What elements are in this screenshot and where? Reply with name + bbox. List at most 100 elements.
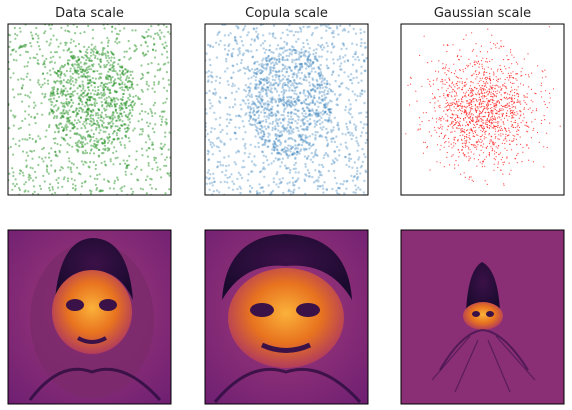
scatter-point: [338, 94, 341, 97]
scatter-point: [267, 80, 271, 84]
scatter-point: [85, 66, 88, 70]
scatter-point: [299, 148, 303, 151]
scatter-point: [77, 97, 80, 100]
scatter-point: [90, 190, 93, 193]
scatter-point: [482, 146, 484, 148]
scatter-point: [70, 63, 74, 67]
scatter-point: [323, 181, 326, 184]
scatter-point: [500, 135, 502, 137]
scatter-point: [482, 95, 484, 97]
scatter-point: [510, 81, 512, 83]
scatter-point: [258, 191, 261, 195]
scatter-point: [299, 65, 302, 68]
scatter-point: [261, 78, 265, 82]
scatter-point: [265, 90, 268, 94]
scatter-point: [458, 156, 460, 158]
scatter-point: [302, 90, 305, 93]
scatter-point: [332, 126, 335, 129]
scatter-point: [498, 111, 500, 113]
scatter-point: [262, 57, 265, 60]
scatter-point: [42, 160, 45, 163]
scatter-point: [208, 98, 211, 102]
scatter-point: [267, 184, 270, 187]
scatter-point: [85, 98, 89, 101]
scatter-point: [120, 189, 123, 193]
scatter-point: [365, 115, 368, 119]
scatter-point: [282, 119, 285, 122]
scatter-point: [320, 83, 324, 87]
scatter-point: [290, 89, 293, 92]
scatter-point: [327, 92, 330, 95]
scatter-point: [31, 179, 35, 182]
scatter-point: [118, 83, 121, 86]
scatter-point: [263, 111, 266, 115]
scatter-point: [359, 28, 362, 31]
scatter-point: [88, 98, 91, 101]
scatter-point: [323, 77, 326, 80]
scatter-point: [318, 97, 321, 100]
scatter-point: [89, 117, 93, 120]
scatter-point: [453, 106, 455, 108]
scatter-point: [160, 31, 163, 34]
scatter-point: [503, 45, 505, 48]
scatter-point: [50, 147, 53, 150]
scatter-point: [308, 110, 311, 113]
scatter-point: [461, 99, 463, 101]
scatter-point: [52, 116, 56, 120]
scatter-point: [87, 96, 90, 99]
scatter-point: [313, 125, 316, 128]
scatter-point: [328, 108, 331, 111]
scatter-point: [39, 137, 42, 140]
scatter-point: [132, 95, 135, 98]
scatter-point: [119, 73, 122, 76]
scatter-point: [365, 123, 368, 126]
scatter-point: [110, 142, 113, 145]
scatter-point: [149, 177, 152, 180]
scatter-point: [19, 169, 22, 172]
scatter-point: [108, 117, 111, 120]
scatter-point: [162, 77, 165, 80]
scatter-point: [127, 127, 130, 130]
scatter-point: [121, 86, 124, 89]
scatter-point: [113, 130, 116, 133]
scatter-point: [318, 84, 321, 87]
scatter-point: [349, 107, 352, 110]
scatter-point: [29, 174, 32, 177]
scatter-point: [64, 134, 68, 137]
scatter-point: [282, 103, 286, 106]
scatter-point: [63, 106, 66, 109]
scatter-point: [288, 48, 291, 51]
scatter-point: [98, 125, 101, 128]
scatter-point: [506, 149, 508, 151]
scatter-point: [112, 163, 115, 166]
scatter-point: [246, 67, 250, 70]
scatter-point: [458, 105, 461, 107]
scatter-point: [23, 65, 26, 68]
scatter-point: [93, 146, 96, 149]
scatter-point: [283, 146, 287, 149]
scatter-point: [92, 47, 95, 50]
scatter-point: [497, 85, 499, 87]
scatter-point: [319, 111, 323, 114]
scatter-point: [262, 133, 266, 136]
scatter-point: [279, 141, 283, 145]
scatter-point: [260, 120, 263, 123]
scatter-point: [147, 28, 150, 31]
scatter-point: [267, 109, 271, 112]
scatter-point: [274, 127, 277, 130]
scatter-point: [281, 58, 284, 61]
scatter-point: [59, 74, 62, 77]
scatter-point: [83, 105, 86, 108]
scatter-point: [164, 192, 167, 195]
scatter-point: [30, 34, 34, 37]
scatter-point: [426, 146, 429, 148]
scatter-point: [18, 27, 21, 30]
scatter-point: [489, 76, 491, 78]
scatter-point: [495, 112, 498, 114]
scatter-point: [288, 79, 291, 83]
scatter-point: [474, 71, 476, 73]
scatter-point: [107, 88, 110, 92]
scatter-point: [464, 93, 466, 95]
scatter-point: [269, 97, 272, 100]
scatter-point: [519, 102, 521, 104]
